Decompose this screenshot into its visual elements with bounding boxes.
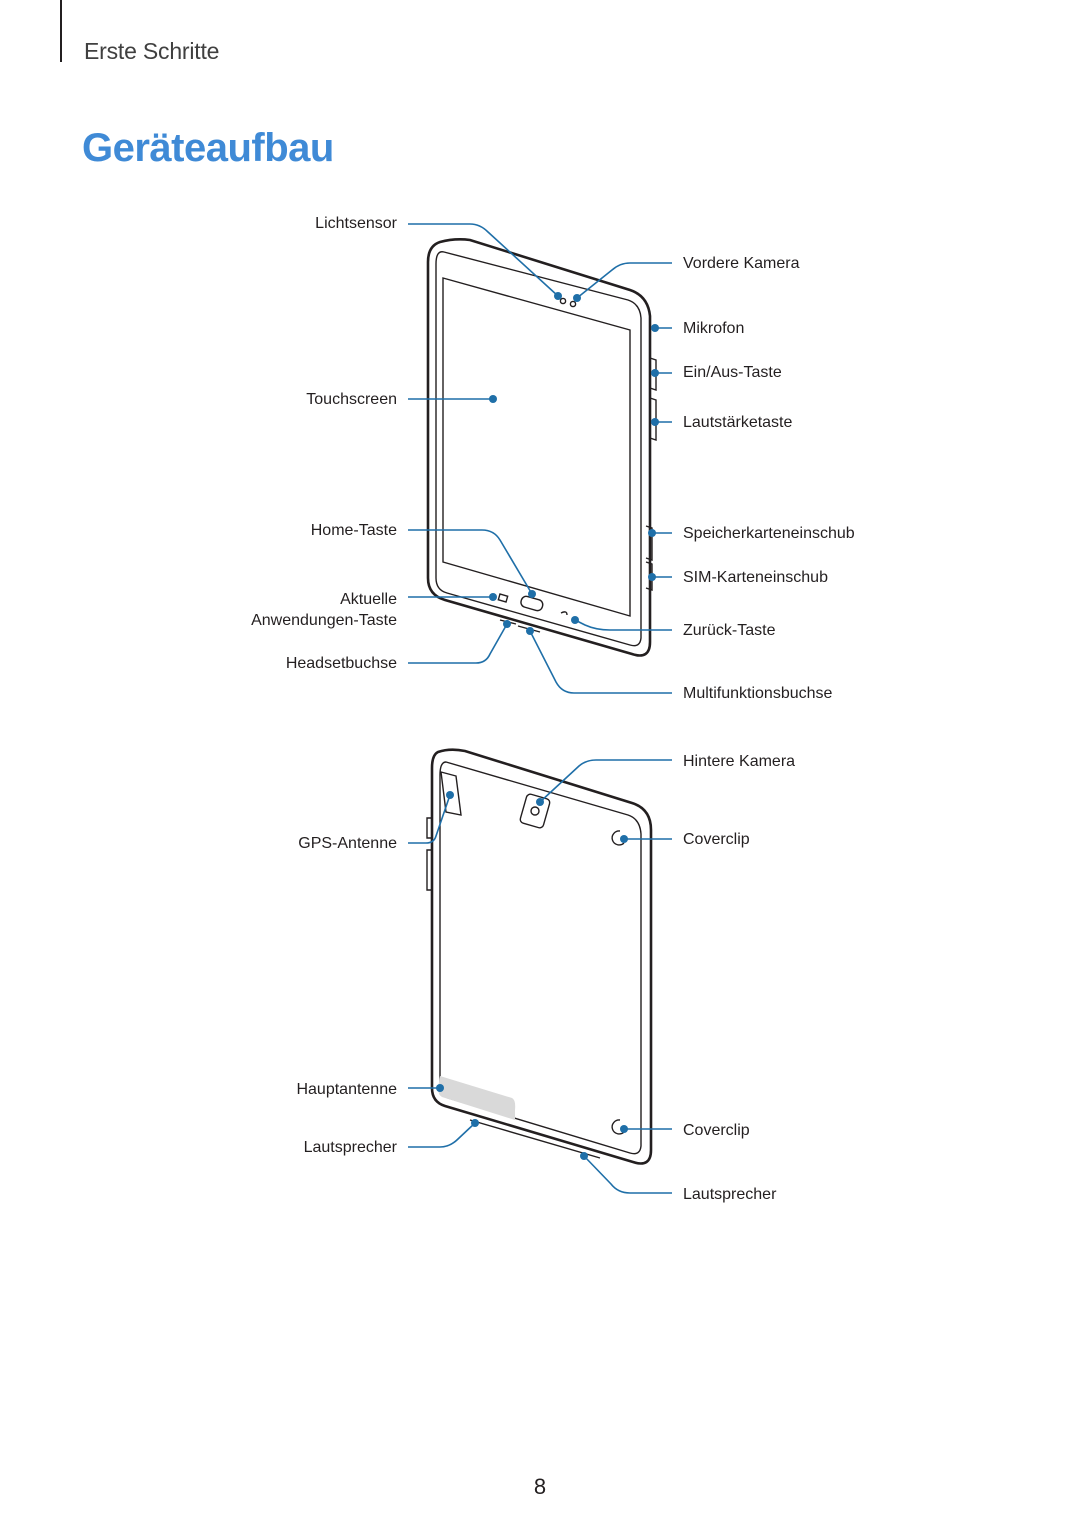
callout-light-sensor: Lichtsensor [315,215,562,300]
back-device-illustration [426,748,653,1165]
label-recent-apps-line1: Aktuelle [340,591,397,608]
callout-cover-clip-bottom: Coverclip [620,1122,750,1139]
label-volume-key: Lautstärketaste [683,414,793,431]
callout-sim-card-slot: SIM-Karteneinschub [648,569,828,586]
label-power-key: Ein/Aus-Taste [683,364,782,381]
label-gps-antenna: GPS-Antenne [298,835,397,852]
label-microphone: Mikrofon [683,320,744,337]
callout-main-antenna: Hauptantenne [296,1081,444,1098]
front-device-illustration [426,238,657,657]
section-title: Erste Schritte [84,38,220,64]
label-touchscreen: Touchscreen [306,391,397,408]
label-recent-apps-line2: Anwendungen-Taste [251,612,397,629]
callout-back-key: Zurück-Taste [571,616,776,639]
callout-volume-key: Lautstärketaste [651,414,793,431]
label-back-key: Zurück-Taste [683,622,776,639]
callout-microphone: Mikrofon [651,320,744,337]
label-home-key: Home-Taste [311,522,397,539]
label-headset-jack: Headsetbuchse [286,655,397,672]
label-cover-clip-bottom: Coverclip [683,1122,750,1139]
callout-memory-card-slot: Speicherkarteneinschub [648,525,855,542]
callout-cover-clip-top: Coverclip [620,831,750,848]
callout-multipurpose-jack: Multifunktionsbuchse [526,627,833,702]
callout-speaker-left: Lautsprecher [304,1119,479,1156]
callout-recent-apps-key: Aktuelle Anwendungen-Taste [251,591,497,629]
label-memory-card-slot: Speicherkarteneinschub [683,525,855,542]
label-light-sensor: Lichtsensor [315,215,397,232]
callout-home-key: Home-Taste [311,522,536,598]
callout-front-camera: Vordere Kamera [573,255,800,302]
page-heading: Geräteaufbau [82,126,334,170]
label-speaker-left: Lautsprecher [304,1139,398,1156]
label-speaker-right: Lautsprecher [683,1186,777,1203]
label-cover-clip-top: Coverclip [683,831,750,848]
callout-touchscreen: Touchscreen [306,391,497,408]
callout-power-key: Ein/Aus-Taste [651,364,782,381]
header-rule [60,0,62,62]
label-rear-camera: Hintere Kamera [683,753,795,770]
label-front-camera: Vordere Kamera [683,255,800,272]
callout-gps-antenna: GPS-Antenne [298,791,454,852]
label-sim-card-slot: SIM-Karteneinschub [683,569,828,586]
callout-rear-camera: Hintere Kamera [536,753,795,806]
callout-headset-jack: Headsetbuchse [286,620,511,672]
page-number: 8 [533,1474,547,1499]
label-multipurpose-jack: Multifunktionsbuchse [683,685,833,702]
label-main-antenna: Hauptantenne [296,1081,397,1098]
callout-speaker-right: Lautsprecher [580,1152,777,1203]
